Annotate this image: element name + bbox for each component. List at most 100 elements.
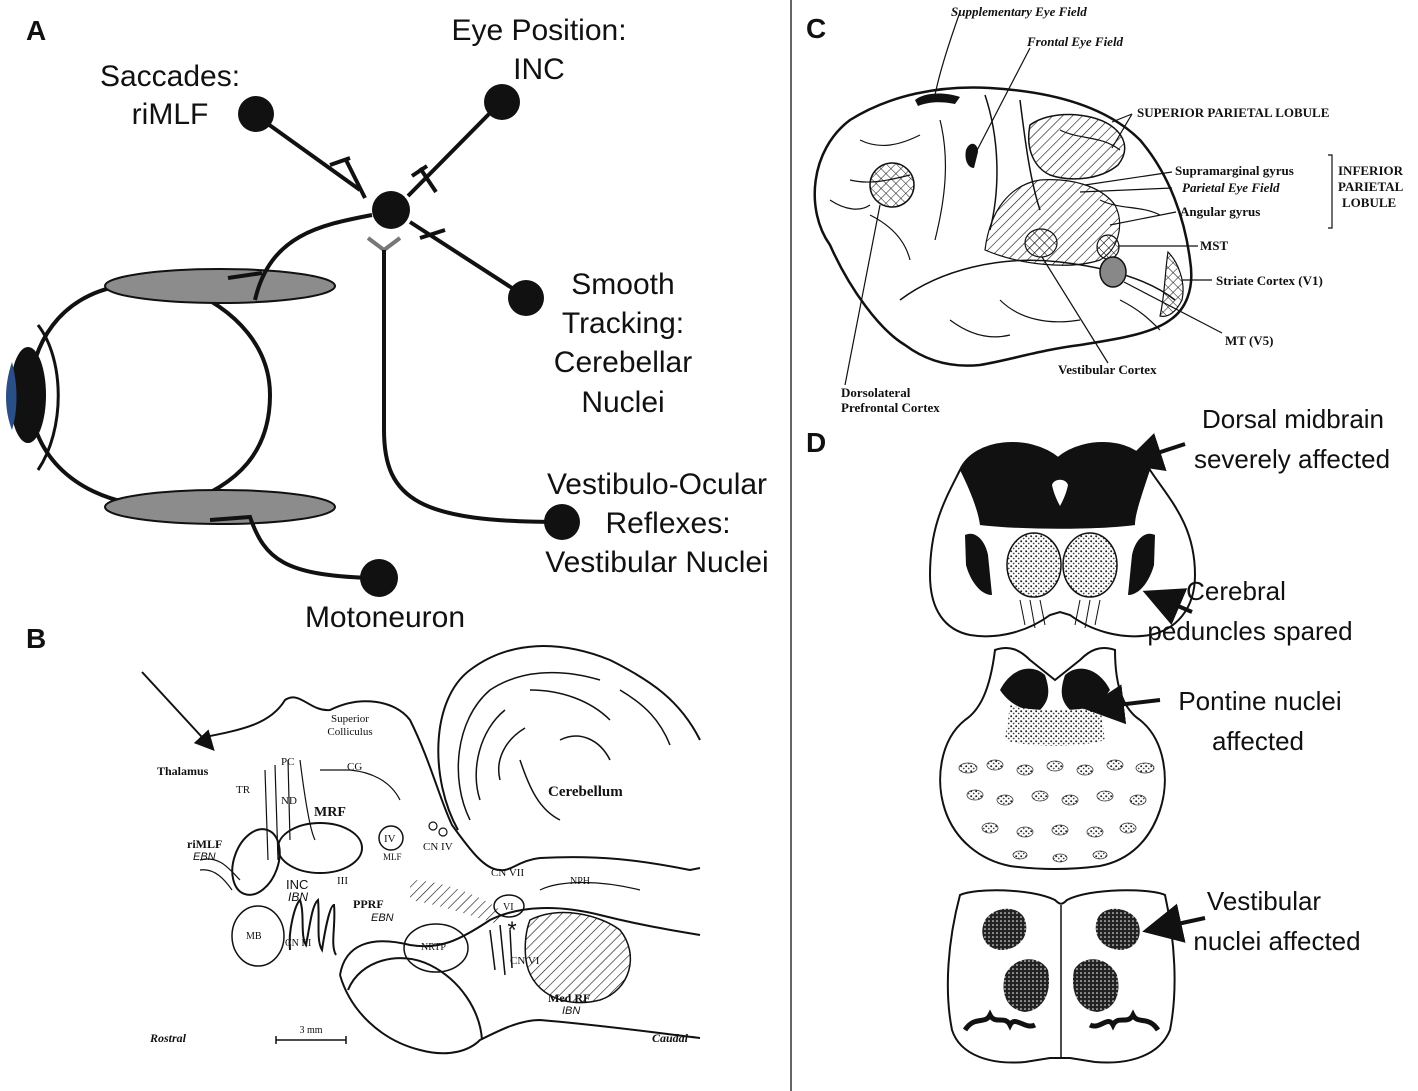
fef-leader	[971, 47, 1031, 161]
aqueduct	[1052, 479, 1068, 506]
vestibular-cortex-area	[1024, 228, 1058, 258]
mst-label: MST	[1200, 238, 1229, 253]
rimlf-b-label: riMLF	[187, 837, 222, 851]
supramarginal-label: Supramarginal gyrus	[1175, 163, 1294, 178]
pontine-tegmentum	[1005, 705, 1105, 746]
cerebral-label-1: Cerebral	[1186, 576, 1286, 606]
fef-area	[965, 143, 978, 168]
dlpfc-label-2: Prefrontal Cortex	[841, 400, 940, 415]
right-vestibular-nucleus	[1095, 908, 1140, 950]
inc-label: INC	[513, 53, 565, 86]
rimlf-node	[238, 96, 274, 132]
vi-label: VI	[503, 902, 514, 913]
iv-label: IV	[384, 833, 396, 845]
right-red-nucleus	[1062, 532, 1118, 598]
eye-globe-right	[179, 284, 273, 507]
brainstem-ventral-outline	[339, 974, 701, 1055]
dlpfc-label-1: Dorsolateral	[841, 385, 911, 400]
pc-label: PC	[281, 756, 294, 768]
synapse-eye	[227, 271, 263, 280]
vest-label-1: Vestibular	[1207, 886, 1322, 916]
panel-a: A Saccades:	[6, 14, 769, 634]
rimlf-synapse-b	[329, 156, 351, 167]
ebn-label: EBN	[193, 851, 216, 863]
colliculus-label: Colliculus	[327, 726, 372, 738]
cerebellar-synapse	[419, 228, 446, 240]
pons-outline-d	[939, 647, 1166, 870]
cerebellum-label: Cerebellum	[548, 784, 623, 800]
pontine-arrow	[1084, 684, 1161, 725]
medulla-outline	[946, 889, 1176, 1064]
dorsal-label-2: severely affected	[1194, 444, 1390, 474]
mrf-ellipse	[277, 822, 363, 874]
iv-nucleus	[378, 825, 404, 851]
dorsal-label-1: Dorsal midbrain	[1202, 404, 1384, 434]
motoneuron-axon	[209, 514, 371, 580]
fiber-tracts	[264, 759, 316, 861]
mt-leader	[1123, 281, 1223, 334]
superior-label: Superior	[331, 713, 369, 725]
cerebellum-folia	[457, 671, 671, 821]
panel-c: C Supplementary Eye Field Frontal Eye Fi…	[806, 4, 1404, 415]
lesion-star: *	[507, 917, 516, 944]
v1-area	[1159, 250, 1184, 317]
sef-leader	[934, 11, 961, 96]
right-inner-nucleus	[1072, 959, 1119, 1012]
spl-leader	[1111, 113, 1133, 149]
vestibular-cortex-label: Vestibular Cortex	[1058, 362, 1157, 377]
panel-a-letter: A	[26, 15, 46, 46]
motoneuron-node	[360, 559, 398, 597]
striate-label: Striate Cortex (V1)	[1216, 273, 1323, 288]
mrf-label: MRF	[314, 805, 346, 820]
eye-globe-left	[27, 284, 141, 507]
nph-label: NPH	[570, 876, 590, 887]
inc-b-label: INC	[286, 877, 308, 892]
vor-axon	[382, 250, 561, 524]
cn-vi-label: CN VI	[510, 955, 540, 967]
peduncle-arrow	[1142, 588, 1193, 625]
supramarginal-leader	[1084, 171, 1173, 186]
brain-outline	[813, 86, 1193, 367]
pontine-label-2: affected	[1212, 726, 1304, 756]
ipl-label-1: INFERIOR	[1338, 163, 1404, 178]
inc-synapse-b	[410, 164, 429, 178]
pprf-region	[410, 880, 500, 925]
pupil	[10, 347, 46, 443]
vestibular-arrow	[1142, 903, 1206, 943]
left-peduncle-dark	[965, 533, 992, 595]
vor-label-2: Reflexes:	[605, 507, 730, 540]
pons-dark-right	[1061, 668, 1110, 711]
cerebellar-node	[508, 280, 544, 316]
fef-label: Frontal Eye Field	[1026, 34, 1124, 49]
cg-line	[320, 769, 401, 801]
pontine-nuclei-clusters	[958, 759, 1155, 863]
sef-label: Supplementary Eye Field	[951, 4, 1087, 19]
nd-label: ND	[281, 795, 297, 807]
rostral-label: Rostral	[149, 1031, 187, 1045]
nrtp-label: NRTP	[421, 942, 446, 953]
cn-vii-label: CN VII	[491, 867, 524, 879]
smooth-label: Smooth	[571, 268, 674, 301]
brainstem-dorsal-outline	[199, 696, 701, 872]
ipl-bracket	[1328, 154, 1333, 229]
pprf-label: PPRF	[353, 897, 384, 911]
iris	[6, 362, 17, 430]
pons-dark-left	[1000, 668, 1049, 711]
ipl-label-3: LOBULE	[1342, 195, 1396, 210]
rimlf-ellipse	[231, 828, 281, 896]
thalamus-label: Thalamus	[157, 764, 209, 778]
pef-leader	[1079, 187, 1173, 193]
caudal-label: Caudal	[652, 1031, 689, 1045]
scale-label: 3 mm	[299, 1025, 322, 1036]
med-rf-label: Med RF	[548, 991, 590, 1005]
cn-iv-label: CN IV	[423, 841, 453, 853]
dorsal-arrow	[1122, 433, 1186, 472]
vor-label-1: Vestibulo-Ocular	[547, 468, 767, 501]
left-red-nucleus	[1006, 532, 1062, 598]
pontine-label-1: Pontine nuclei	[1178, 686, 1341, 716]
cn-iii-fibers	[288, 898, 337, 956]
cerebral-label-2: peduncles spared	[1147, 616, 1352, 646]
tr-label: TR	[236, 784, 251, 796]
cg-label: CG	[347, 761, 362, 773]
inc-axon	[406, 111, 492, 198]
